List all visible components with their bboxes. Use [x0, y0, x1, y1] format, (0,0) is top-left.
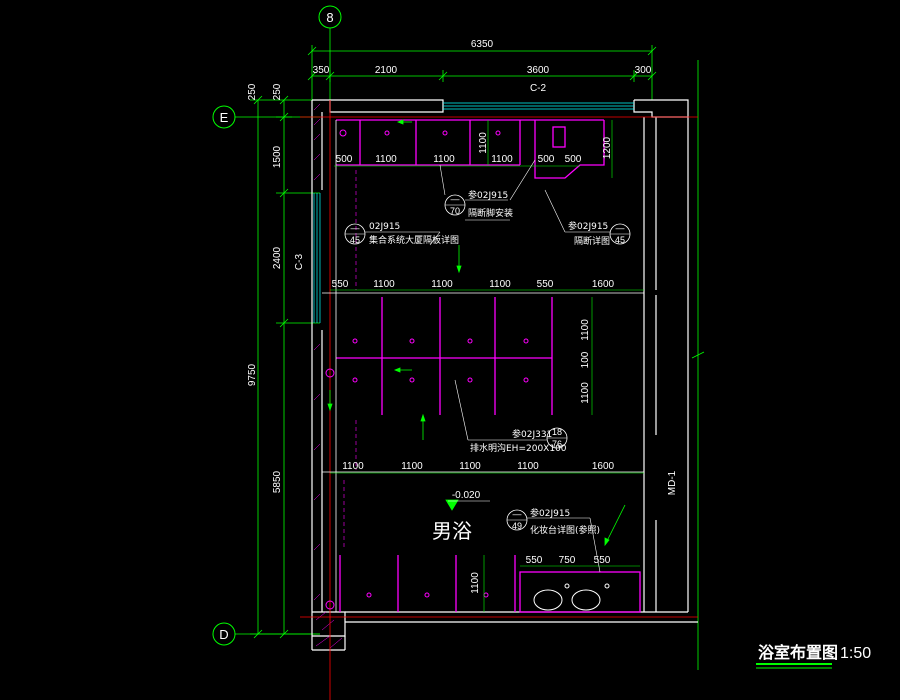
callout-5-ref: 参02J915	[530, 507, 570, 519]
dim-total-width: 6350	[471, 39, 494, 50]
top-dimensions	[307, 45, 657, 100]
window-c2	[443, 102, 634, 110]
dim-row3-1: 1100	[342, 461, 364, 472]
dim-left-total: 9750	[247, 363, 258, 386]
dim-row1-7: 1200	[602, 136, 613, 159]
callout-vanity: — 49 参02J915 化妆台详图(参照)	[506, 507, 601, 573]
dim-left-b1: 1500	[272, 145, 283, 168]
right-dimension	[691, 60, 705, 670]
dim-row1-5: 500	[538, 154, 555, 165]
center-lines	[300, 100, 698, 700]
partition-frame	[322, 120, 644, 612]
dim-row2-v2: 100	[580, 351, 591, 368]
partitions	[336, 119, 641, 613]
dim-row1-8: 1100	[478, 132, 489, 154]
dim-row3-v: 1100	[470, 572, 481, 594]
dim-row1-4: 1100	[491, 154, 513, 165]
dim-top-2: 2100	[375, 65, 398, 76]
callout-1-num: —	[451, 194, 460, 204]
callout-partition-install: — 70 参02J915 隔断脚安装	[439, 159, 536, 221]
callout-1-sheet: 70	[450, 206, 460, 216]
drawing-scale: 1:50	[840, 645, 871, 662]
row1-dim-lines	[334, 120, 613, 178]
dim-row1-6: 500	[565, 154, 582, 165]
callout-3-num: —	[616, 223, 625, 233]
dim-row2-6: 1600	[592, 279, 615, 290]
row2-dim-lines	[330, 289, 644, 415]
dim-row2-2: 1100	[373, 279, 395, 290]
callout-5-text: 化妆台详图(参照)	[530, 524, 600, 536]
callout-5-num: —	[513, 509, 522, 519]
dim-row3-2: 1100	[401, 461, 423, 472]
callout-4-text: 排水明沟EH=200X100	[470, 442, 567, 454]
callout-4-num: 18	[552, 427, 562, 437]
dim-top-4: 300	[635, 65, 652, 76]
dim-row2-4: 1100	[489, 279, 511, 290]
wall-hatch	[313, 103, 343, 649]
wash-basins	[533, 583, 610, 611]
callout-2-ref: 02J915	[369, 222, 400, 232]
dim-row3-4: 1100	[517, 461, 539, 472]
dim-row3-3: 1100	[459, 461, 481, 472]
axis-label-e: E	[220, 110, 229, 125]
callout-4-sheet: 76	[552, 439, 562, 449]
floor-level: -0.020	[452, 490, 481, 501]
window-c2-label: C-2	[530, 83, 547, 94]
callout-4-ref: 参02J331	[512, 428, 552, 440]
axis-label-d: D	[219, 627, 228, 642]
dim-left-b2: 2400	[272, 246, 283, 269]
drainage-arrows	[327, 119, 626, 547]
callout-partition-detail-right: — 45 参02J915 隔断详图	[544, 189, 631, 247]
callout-partition-detail-left: — 45 02J915 集合系统大厦隔板详图	[344, 222, 459, 246]
door-md1-label: MD-1	[667, 470, 678, 495]
drawing-title: 浴室布置图	[758, 643, 838, 662]
dim-row2-1: 550	[332, 279, 349, 290]
callout-3-text: 隔断详图	[574, 235, 610, 247]
dim-row1-2: 1100	[375, 154, 397, 165]
left-dimensions	[250, 95, 320, 639]
callout-drain-channel: 18 76 参02J331 排水明沟EH=200X100	[454, 379, 568, 454]
dim-top-3: 3600	[527, 65, 550, 76]
dim-top-1: 350	[313, 65, 330, 76]
callout-5-sheet: 49	[512, 521, 522, 531]
dim-left-a2: 250	[272, 83, 283, 100]
window-c3	[313, 193, 321, 323]
window-c3-label: C-3	[294, 254, 305, 271]
dim-basin-3: 550	[594, 555, 611, 566]
walls	[311, 99, 698, 651]
dim-basin-1: 550	[526, 555, 543, 566]
axis-label-8: 8	[326, 10, 333, 25]
dim-row1-1: 500	[336, 154, 353, 165]
callout-3-ref: 参02J915	[568, 220, 608, 232]
callout-2-sheet: 45	[350, 235, 360, 245]
callout-2-text: 集合系统大厦隔板详图	[369, 234, 459, 246]
callout-2-num: —	[351, 223, 360, 233]
dim-row2-3: 1100	[431, 279, 453, 290]
row3-dim-lines	[330, 472, 644, 612]
dim-left-b3: 5850	[272, 470, 283, 493]
shower-heads	[325, 129, 529, 610]
callout-1-text: 隔断脚安装	[468, 207, 513, 219]
callout-3-sheet: 45	[615, 235, 625, 245]
dim-row2-5: 550	[537, 279, 554, 290]
dim-basin-2: 750	[559, 555, 576, 566]
dim-row3-5: 1600	[592, 461, 615, 472]
dashed-lines	[343, 170, 357, 550]
room-name: 男浴	[432, 519, 472, 543]
dim-row2-v1: 1100	[580, 319, 591, 341]
dim-left-a1: 250	[247, 83, 258, 100]
dim-row1-3: 1100	[433, 154, 455, 165]
dim-row2-v3: 1100	[580, 382, 591, 404]
callout-1-ref: 参02J915	[468, 189, 508, 201]
